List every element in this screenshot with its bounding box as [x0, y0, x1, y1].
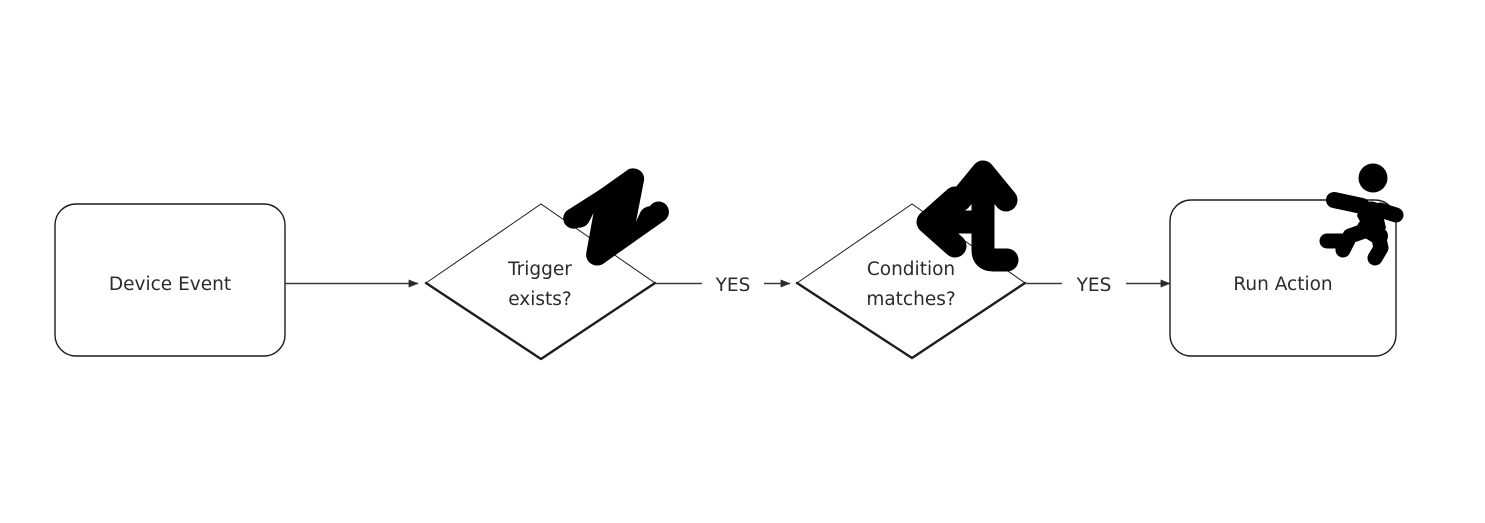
branch-arrow-up-head — [948, 160, 1018, 212]
branch-arrow-left-head — [916, 186, 967, 258]
running-person-arm-front — [1372, 202, 1404, 223]
node-run-action[interactable]: Run Action — [1169, 163, 1404, 357]
edge-trigger-to-condition: YES — [655, 275, 791, 296]
device-event-shape[interactable] — [54, 203, 286, 357]
node-device-event[interactable]: Device Event — [54, 203, 286, 357]
run-action-label: Run Action — [1233, 274, 1332, 295]
trigger-exists-label-line1: Trigger — [507, 259, 572, 280]
branch-arrows-icon — [916, 160, 1019, 272]
edge-trigger-to-condition-label: YES — [715, 275, 751, 296]
condition-matches-label-line2: matches? — [866, 289, 955, 310]
trigger-exists-shape-highlight — [424, 281, 657, 361]
running-person-arm-back — [1326, 192, 1370, 214]
condition-matches-shape-highlight — [795, 281, 1027, 360]
edge-condition-to-action-label: YES — [1076, 275, 1112, 296]
edge-condition-to-action: YES — [1025, 275, 1171, 296]
node-trigger-exists[interactable]: Trigger exists? — [424, 168, 669, 361]
condition-matches-label-line1: Condition — [867, 259, 955, 280]
running-person-icon — [1319, 163, 1404, 266]
running-person-leg-front — [1367, 226, 1389, 266]
device-event-label: Device Event — [109, 274, 231, 295]
running-person-head — [1358, 163, 1388, 193]
node-condition-matches[interactable]: Condition matches? — [795, 160, 1027, 360]
lightning-bolt-glyph-body — [563, 169, 669, 265]
branch-arrow-up-stem — [971, 173, 1019, 272]
trigger-exists-label-line2: exists? — [508, 289, 572, 310]
lightning-bolt-icon — [563, 168, 669, 266]
